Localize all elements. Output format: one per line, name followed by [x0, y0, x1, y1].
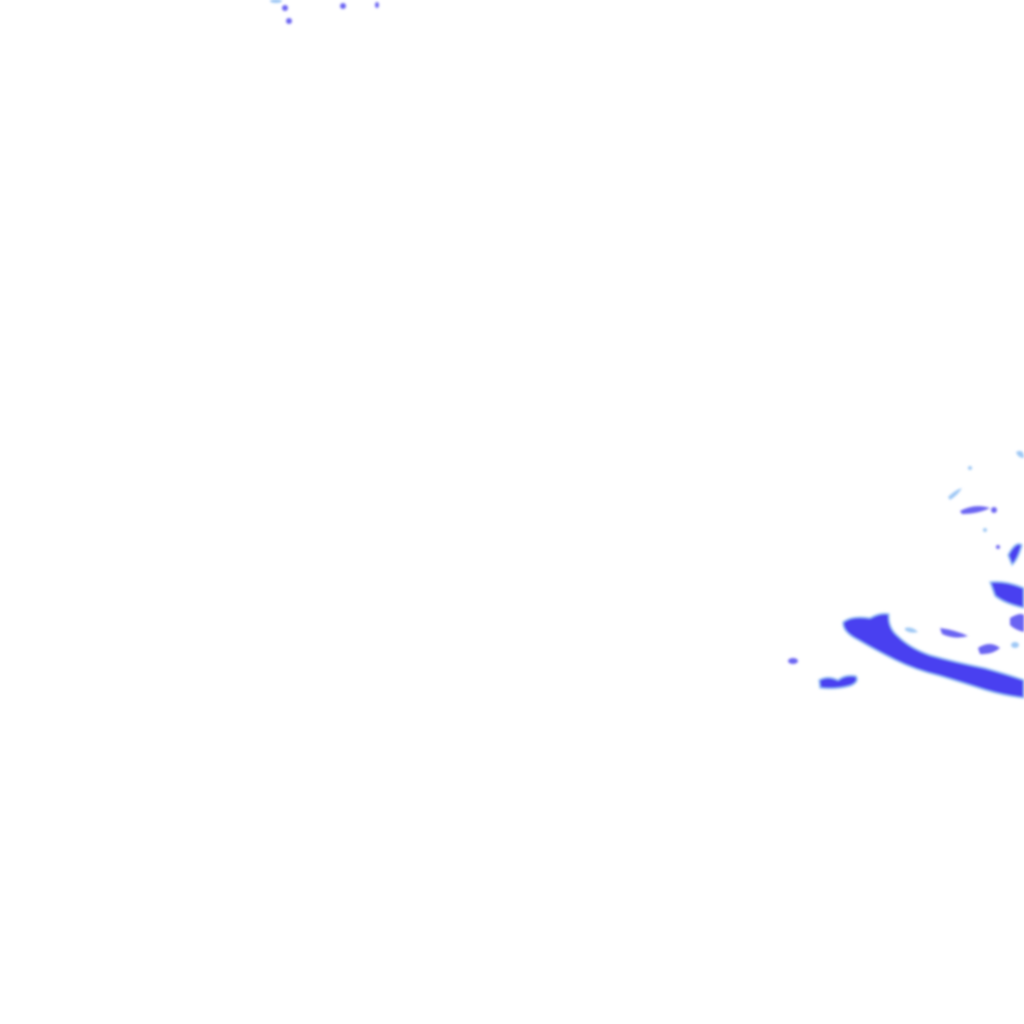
precip-cell-moderate — [282, 5, 288, 11]
precip-cell-heavy — [842, 612, 1024, 699]
precip-cell-heavy — [818, 674, 858, 690]
precip-cell-moderate — [1010, 614, 1024, 632]
precip-cell-light — [270, 0, 282, 3]
precip-cell-heavy — [988, 580, 1024, 609]
precip-cell-light — [968, 466, 972, 470]
precip-cell-moderate — [991, 507, 997, 513]
precip-cell-moderate — [996, 545, 1000, 549]
precip-cell-light — [905, 627, 918, 633]
precip-cell-moderate — [978, 644, 1000, 655]
precip-cell-moderate — [286, 18, 292, 24]
precip-cell-heavy — [1007, 543, 1023, 567]
precip-band-main — [842, 450, 1024, 699]
precip-cell-light — [1016, 450, 1024, 458]
precip-cell-light — [948, 488, 962, 500]
precip-cell-moderate — [375, 2, 379, 8]
precip-cells-top — [270, 0, 379, 24]
precip-cell-light — [1011, 642, 1019, 648]
precip-cell-moderate — [788, 658, 798, 664]
precip-cell-moderate — [960, 506, 990, 514]
precip-cell-light — [983, 528, 987, 532]
precip-cell-moderate — [340, 3, 346, 9]
precip-cell-moderate — [940, 628, 968, 638]
precip-cells-west — [788, 658, 858, 690]
